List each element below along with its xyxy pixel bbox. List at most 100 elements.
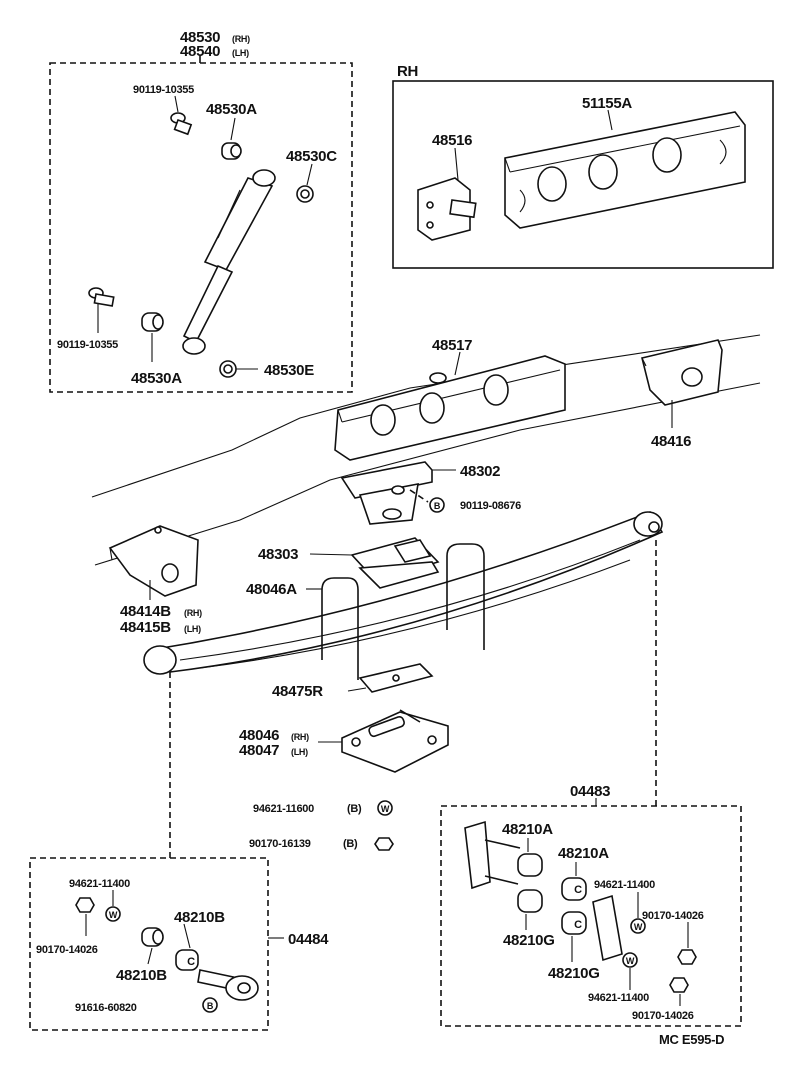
front-hanger-rh-suffix: (RH): [184, 608, 202, 618]
u-bolt-part-number: 48046A: [246, 581, 297, 598]
lower-bolt-part-number: 90119-10355: [57, 339, 118, 351]
shock-absorber-group: 48530 (RH) 48540 (LH) 90119-10355 48530A…: [49, 29, 353, 393]
u-bolts-48046a: [321, 543, 485, 680]
shock-rh-part-number: 48530: [180, 29, 220, 46]
kit-right-bushing-g2-icon: C: [561, 911, 587, 935]
shock-lh-suffix: (LH): [232, 48, 249, 58]
kit-right-bushing-g1-icon: [517, 889, 543, 913]
shock-kit-box: [49, 62, 353, 393]
kit-04483-part-number: 04483: [570, 783, 610, 800]
kit-left-bushing-top-part-number: 48210B: [174, 909, 225, 926]
upper-bolt-icon: [170, 112, 193, 136]
kit-left-pin-bolt-icon: [202, 997, 218, 1013]
front-hanger-lh-suffix: (LH): [184, 624, 201, 634]
rh-box: [392, 80, 774, 269]
kit-right-bushing-a2-icon: C: [561, 877, 587, 901]
kit-left-washer-icon: [105, 906, 121, 922]
upper-cushion-part-number: 48530C: [286, 148, 337, 165]
spring-seat-rh-suffix: (RH): [291, 732, 309, 742]
kit-left-washer-part-number: 94621-11400: [69, 878, 130, 890]
page-code: MC E595-D: [659, 1032, 724, 1047]
rh-crossmember-group: RH 48516 51155A: [392, 63, 774, 269]
spring-bumper-part-number: 48303: [258, 546, 298, 563]
front-hanger-rh-part-number: 48414B: [120, 603, 171, 620]
lower-bushing-icon: [141, 312, 164, 332]
bumper-bolt-part-number: 90119-08676: [460, 500, 521, 512]
kit-04484-box: [29, 857, 269, 1031]
kit-04484-part-number: 04484: [288, 931, 329, 948]
bracket-48516-part-number: 48516: [432, 132, 472, 149]
kit-left-washer-mark: W: [109, 910, 118, 920]
kit-right-nut-bottom-part-number: 90170-14026: [632, 1010, 694, 1022]
washer-b-suffix: (B): [347, 803, 362, 815]
spacer-48475r: [358, 663, 434, 693]
spacer-part-number: 48475R: [272, 683, 323, 700]
bumper-bracket-part-number: 48302: [460, 463, 500, 480]
upper-bushing-icon: [221, 142, 242, 160]
lower-cushion-part-number: 48530E: [264, 362, 314, 379]
shackle-kit-04483: 04483 C C 48210A 48210A 48210G 48210G: [440, 783, 742, 1027]
frame-crossmember-48517: [334, 355, 566, 461]
bumper-bolt-icon: [429, 497, 445, 513]
washer-b-part-number: 94621-11600: [253, 803, 314, 815]
washer-b-icon: [377, 800, 393, 816]
nut-b-icon: [374, 837, 394, 851]
lower-bushing-part-number: 48530A: [131, 370, 182, 387]
kit-left-bushing-bottom-part-number: 48210B: [116, 967, 167, 984]
kit-right-bushing-a1-part-number: 48210A: [502, 821, 553, 838]
kit-left-nut-part-number: 90170-14026: [36, 944, 98, 956]
kit-right-washer-top-mark: W: [634, 922, 643, 932]
rh-box-label: RH: [397, 63, 418, 80]
kit-left-c-mark: C: [187, 956, 195, 968]
kit-right-washer-bottom-mark: W: [626, 956, 635, 966]
kit-right-bushing-g1-part-number: 48210G: [503, 932, 555, 949]
kit-right-shackle-plate-icon: [464, 820, 521, 890]
spring-seat-48046: [341, 709, 449, 773]
kit-04483-box: [440, 805, 742, 1027]
upper-cushion-icon: [296, 185, 314, 203]
crossmember-part-number: 51155A: [582, 95, 632, 112]
kit-right-bushing-a2-part-number: 48210A: [558, 845, 609, 862]
kit-right-bushing-g2-part-number: 48210G: [548, 965, 600, 982]
upper-bolt-part-number: 90119-10355: [133, 84, 194, 96]
kit-right-washer-top-icon: [630, 918, 646, 934]
nut-b-part-number: 90170-16139: [249, 838, 311, 850]
shackle-kit-04484: 04484 94621-11400 W 90170-14026 C 48210B…: [29, 857, 329, 1031]
spring-seat-rh-part-number: 48046: [239, 727, 279, 744]
bracket-48516: [417, 177, 477, 241]
rear-hanger-part-number: 48416: [651, 433, 691, 450]
front-hanger-48414b: [108, 525, 199, 597]
nut-b-suffix: (B): [343, 838, 358, 850]
shock-rh-suffix: (RH): [232, 34, 250, 44]
spring-seat-lh-suffix: (LH): [291, 747, 308, 757]
kit-right-nut-top-icon: [677, 949, 697, 965]
front-hanger-lh-part-number: 48415B: [120, 619, 171, 636]
rear-hanger-48416: [641, 339, 723, 406]
crossmember-51155a: [504, 111, 746, 229]
upper-bushing-part-number: 48530A: [206, 101, 257, 118]
lower-cushion-icon: [219, 360, 237, 378]
bumper-bolt-mark: B: [434, 501, 441, 511]
kit-left-bushing-c-icon: C: [175, 949, 199, 971]
kit-left-pin-mark: B: [207, 1001, 214, 1011]
kit-left-pin-part-number: 91616-60820: [75, 1002, 137, 1014]
kit-right-nut-bottom-icon: [669, 977, 689, 993]
spring-bumper-48303: [350, 537, 440, 589]
kit-right-washer-top-part-number: 94621-11400: [594, 879, 655, 891]
lower-bolt-icon: [88, 287, 115, 307]
shock-absorber: [182, 169, 276, 355]
leaf-spring: [143, 511, 664, 675]
kit-left-nut-icon: [75, 897, 95, 913]
spring-seat-lh-part-number: 48047: [239, 742, 279, 759]
kit-right-c-mark-1: C: [574, 884, 582, 896]
kit-left-shackle-pin-icon: [197, 969, 259, 1001]
kit-right-c-mark-2: C: [574, 919, 582, 931]
kit-right-bushing-a1-icon: [517, 853, 543, 877]
kit-left-bushing-top-icon: [141, 927, 164, 947]
kit-right-nut-top-part-number: 90170-14026: [642, 910, 704, 922]
kit-right-outer-plate-icon: [592, 894, 623, 962]
kit-right-washer-bottom-icon: [622, 952, 638, 968]
frame-crossmember-part-number: 48517: [432, 337, 472, 354]
